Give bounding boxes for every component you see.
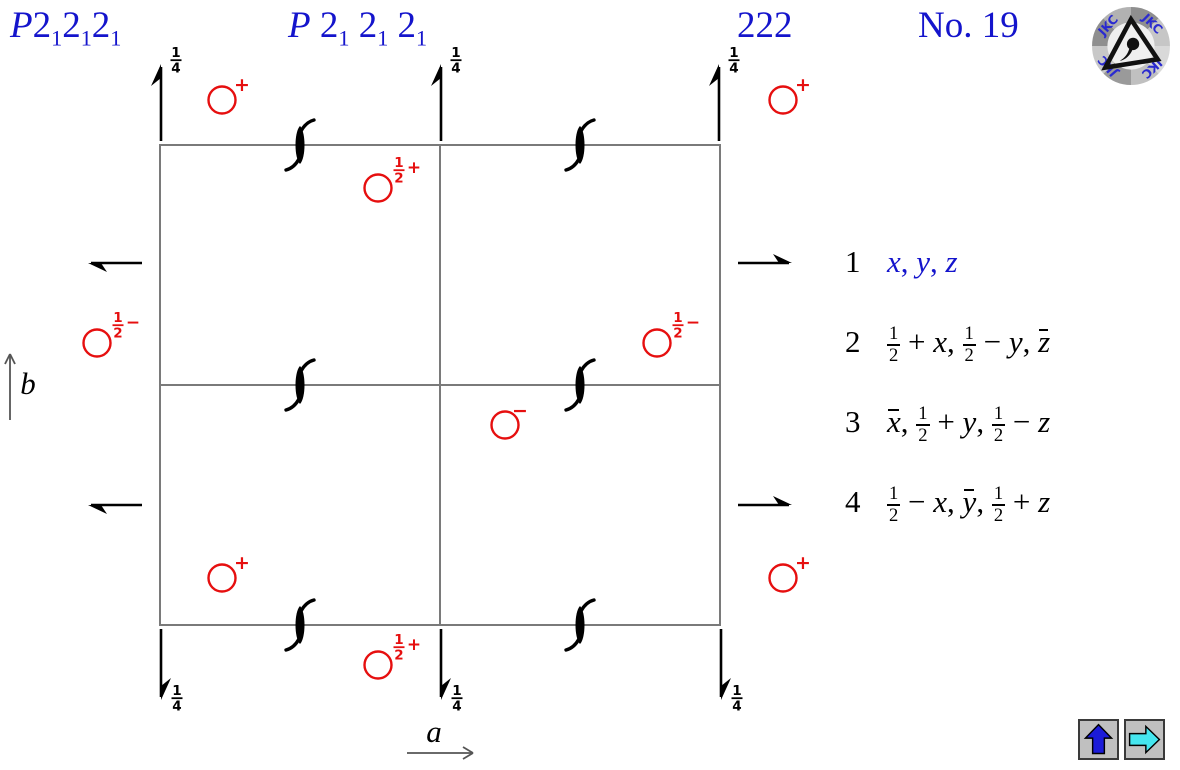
spacegroup-symbol-spaced: P 21 21 21 [288, 5, 428, 51]
fraction-numerator: 1 [394, 155, 403, 171]
axis-a [407, 746, 474, 760]
fraction-numerator: 1 [113, 310, 122, 326]
fraction-numerator: 1 [172, 683, 181, 699]
fraction-denominator: 2 [394, 171, 403, 187]
atom-circle [642, 328, 672, 358]
atom-height-sign: + [407, 158, 421, 178]
atom-circle [768, 85, 798, 115]
atom-circle [490, 410, 520, 440]
spacegroup-number: No. 19 [918, 5, 1019, 46]
atom-site [82, 328, 112, 358]
atom-site [490, 410, 520, 440]
point-group-symbol: 222 [737, 5, 793, 46]
nav-buttons [1078, 719, 1165, 760]
fraction-numerator: 1 [729, 45, 738, 61]
atom-site [642, 328, 672, 358]
screw-axis-right-icon [738, 254, 792, 265]
atom-site [768, 563, 798, 593]
position-number: 4 [845, 484, 861, 519]
screw-axis-down-icon [719, 629, 731, 700]
atom-height-sign: − [686, 313, 700, 333]
screw-axis-up-icon [151, 64, 163, 141]
atom-height-label: + [234, 74, 250, 96]
atom-site [768, 85, 798, 115]
fraction-numerator: 1 [394, 632, 403, 648]
screw-axis-left-icon [88, 261, 142, 272]
atom-site [207, 85, 237, 115]
axis-b-label: b [20, 366, 36, 401]
position-number: 2 [845, 324, 861, 359]
screw-axis-down-icon [159, 629, 171, 700]
atom-circle [363, 173, 393, 203]
screw-axis-up-icon [431, 64, 443, 141]
atom-site [363, 173, 393, 203]
axis-b [4, 353, 16, 420]
position-coordinates: x, y, z [887, 244, 958, 279]
screw-axis-up-icon [709, 64, 721, 141]
screw-axis-perp-icon [284, 598, 316, 652]
fraction-denominator: 2 [113, 326, 122, 342]
atom-height-label: + [234, 552, 250, 574]
fraction-denominator: 4 [729, 61, 738, 77]
nav-up-button[interactable] [1078, 719, 1119, 760]
fraction-denominator: 4 [732, 699, 741, 715]
fraction-denominator: 2 [394, 648, 403, 664]
screw-axis-down-icon [439, 629, 451, 700]
screw-axis-left-icon [88, 503, 142, 514]
atom-height-label: + [795, 74, 811, 96]
atom-height-label: − [512, 400, 528, 422]
atom-height-sign: + [407, 635, 421, 655]
right-arrow-icon [1128, 724, 1161, 755]
fraction-denominator: 4 [451, 61, 460, 77]
position-number: 3 [845, 404, 861, 439]
logo-eye-icon [1101, 14, 1162, 71]
up-arrow-icon [1083, 723, 1114, 755]
spacegroup-symbol-condensed: P212121 [10, 5, 122, 51]
position-number: 1 [845, 244, 861, 279]
atom-site [207, 563, 237, 593]
nav-next-button[interactable] [1124, 719, 1165, 760]
atom-height-label: + [795, 552, 811, 574]
fraction-numerator: 1 [452, 683, 461, 699]
fraction-numerator: 1 [451, 45, 460, 61]
atom-circle [82, 328, 112, 358]
atom-height-sign: − [126, 313, 140, 333]
fraction-denominator: 4 [452, 699, 461, 715]
atom-circle [768, 563, 798, 593]
atom-circle [207, 563, 237, 593]
screw-axis-perp-icon [284, 358, 316, 412]
fraction-numerator: 1 [673, 310, 682, 326]
fraction-numerator: 1 [732, 683, 741, 699]
screw-axis-perp-icon [564, 118, 596, 172]
fraction-denominator: 4 [172, 699, 181, 715]
screw-axis-perp-icon [284, 118, 316, 172]
axis-a-label: a [426, 714, 442, 749]
fraction-numerator: 1 [171, 45, 180, 61]
screw-axis-perp-icon [564, 358, 596, 412]
position-entry-1: 1 x, y, z [845, 244, 958, 280]
atom-circle [363, 650, 393, 680]
fraction-denominator: 4 [171, 61, 180, 77]
atom-site [363, 650, 393, 680]
screw-axis-right-icon [738, 496, 792, 507]
jkc-logo[interactable]: JKC JKC JKC JKC [1090, 5, 1172, 87]
screw-axis-perp-icon [564, 598, 596, 652]
fraction-denominator: 2 [673, 326, 682, 342]
atom-circle [207, 85, 237, 115]
